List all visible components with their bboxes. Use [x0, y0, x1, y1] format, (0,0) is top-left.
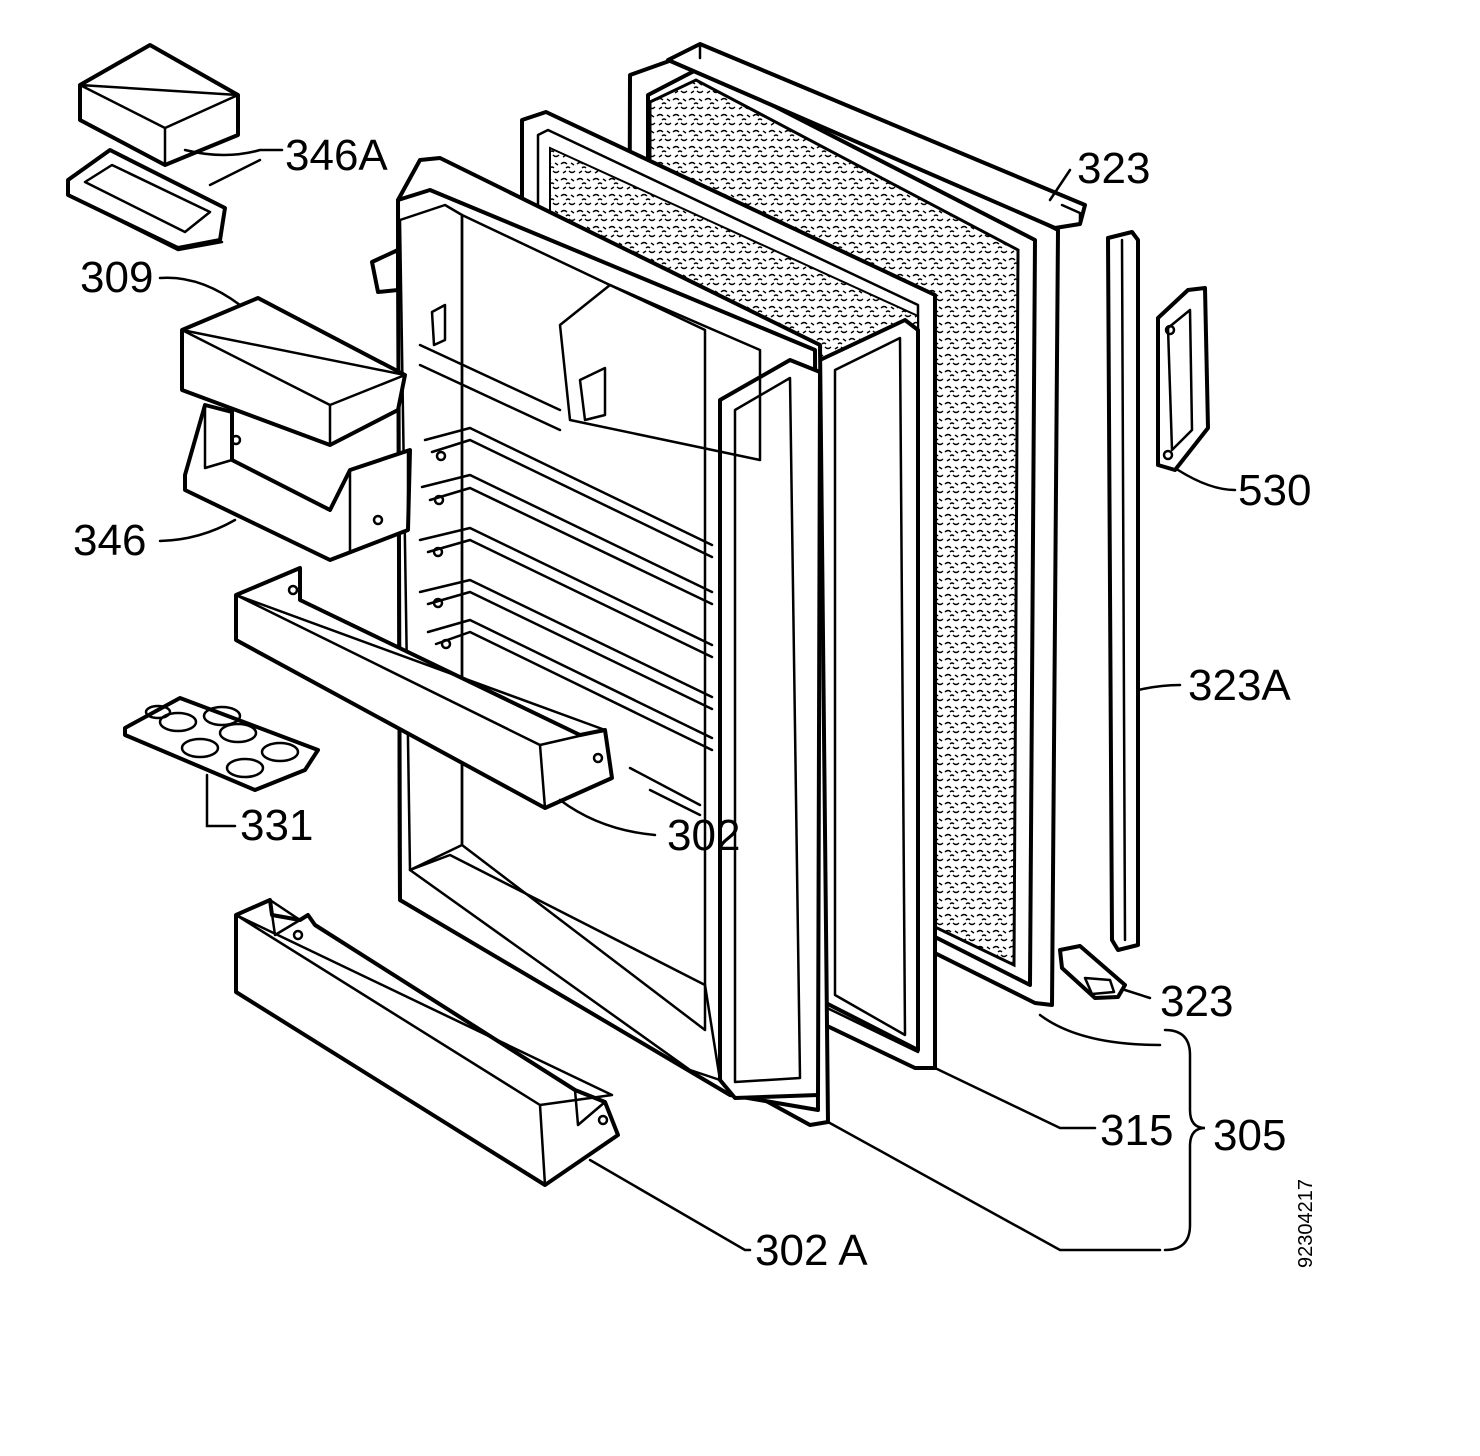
- label-302A: 302 A: [755, 1226, 868, 1275]
- door-shelf-upper: [234, 566, 614, 810]
- door-bin-lower: [234, 898, 620, 1187]
- door-inner-liner: [370, 156, 830, 1127]
- label-302: 302: [667, 811, 740, 860]
- door-handle: [1156, 286, 1210, 472]
- egg-tray: [123, 696, 320, 792]
- label-323A: 323A: [1188, 661, 1291, 710]
- drawing-number: 92304217: [1295, 1179, 1317, 1268]
- label-309: 309: [80, 253, 153, 302]
- label-315: 315: [1100, 1106, 1173, 1155]
- leader-lines: [158, 148, 1237, 1252]
- butter-box-tray: [183, 403, 412, 562]
- label-346A: 346A: [285, 131, 388, 180]
- dairy-lid: [78, 43, 240, 167]
- label-346: 346: [73, 516, 146, 565]
- butter-box-lid: [180, 296, 407, 447]
- side-strip: [1106, 230, 1140, 952]
- label-323-top: 323: [1077, 144, 1150, 193]
- hinge-strip-top: [666, 42, 1087, 230]
- label-530: 530: [1238, 466, 1311, 515]
- label-323-bottom: 323: [1160, 977, 1233, 1026]
- label-305: 305: [1213, 1111, 1286, 1160]
- dairy-frame: [66, 148, 227, 252]
- label-331: 331: [240, 801, 313, 850]
- hinge-bottom: [1058, 944, 1127, 1000]
